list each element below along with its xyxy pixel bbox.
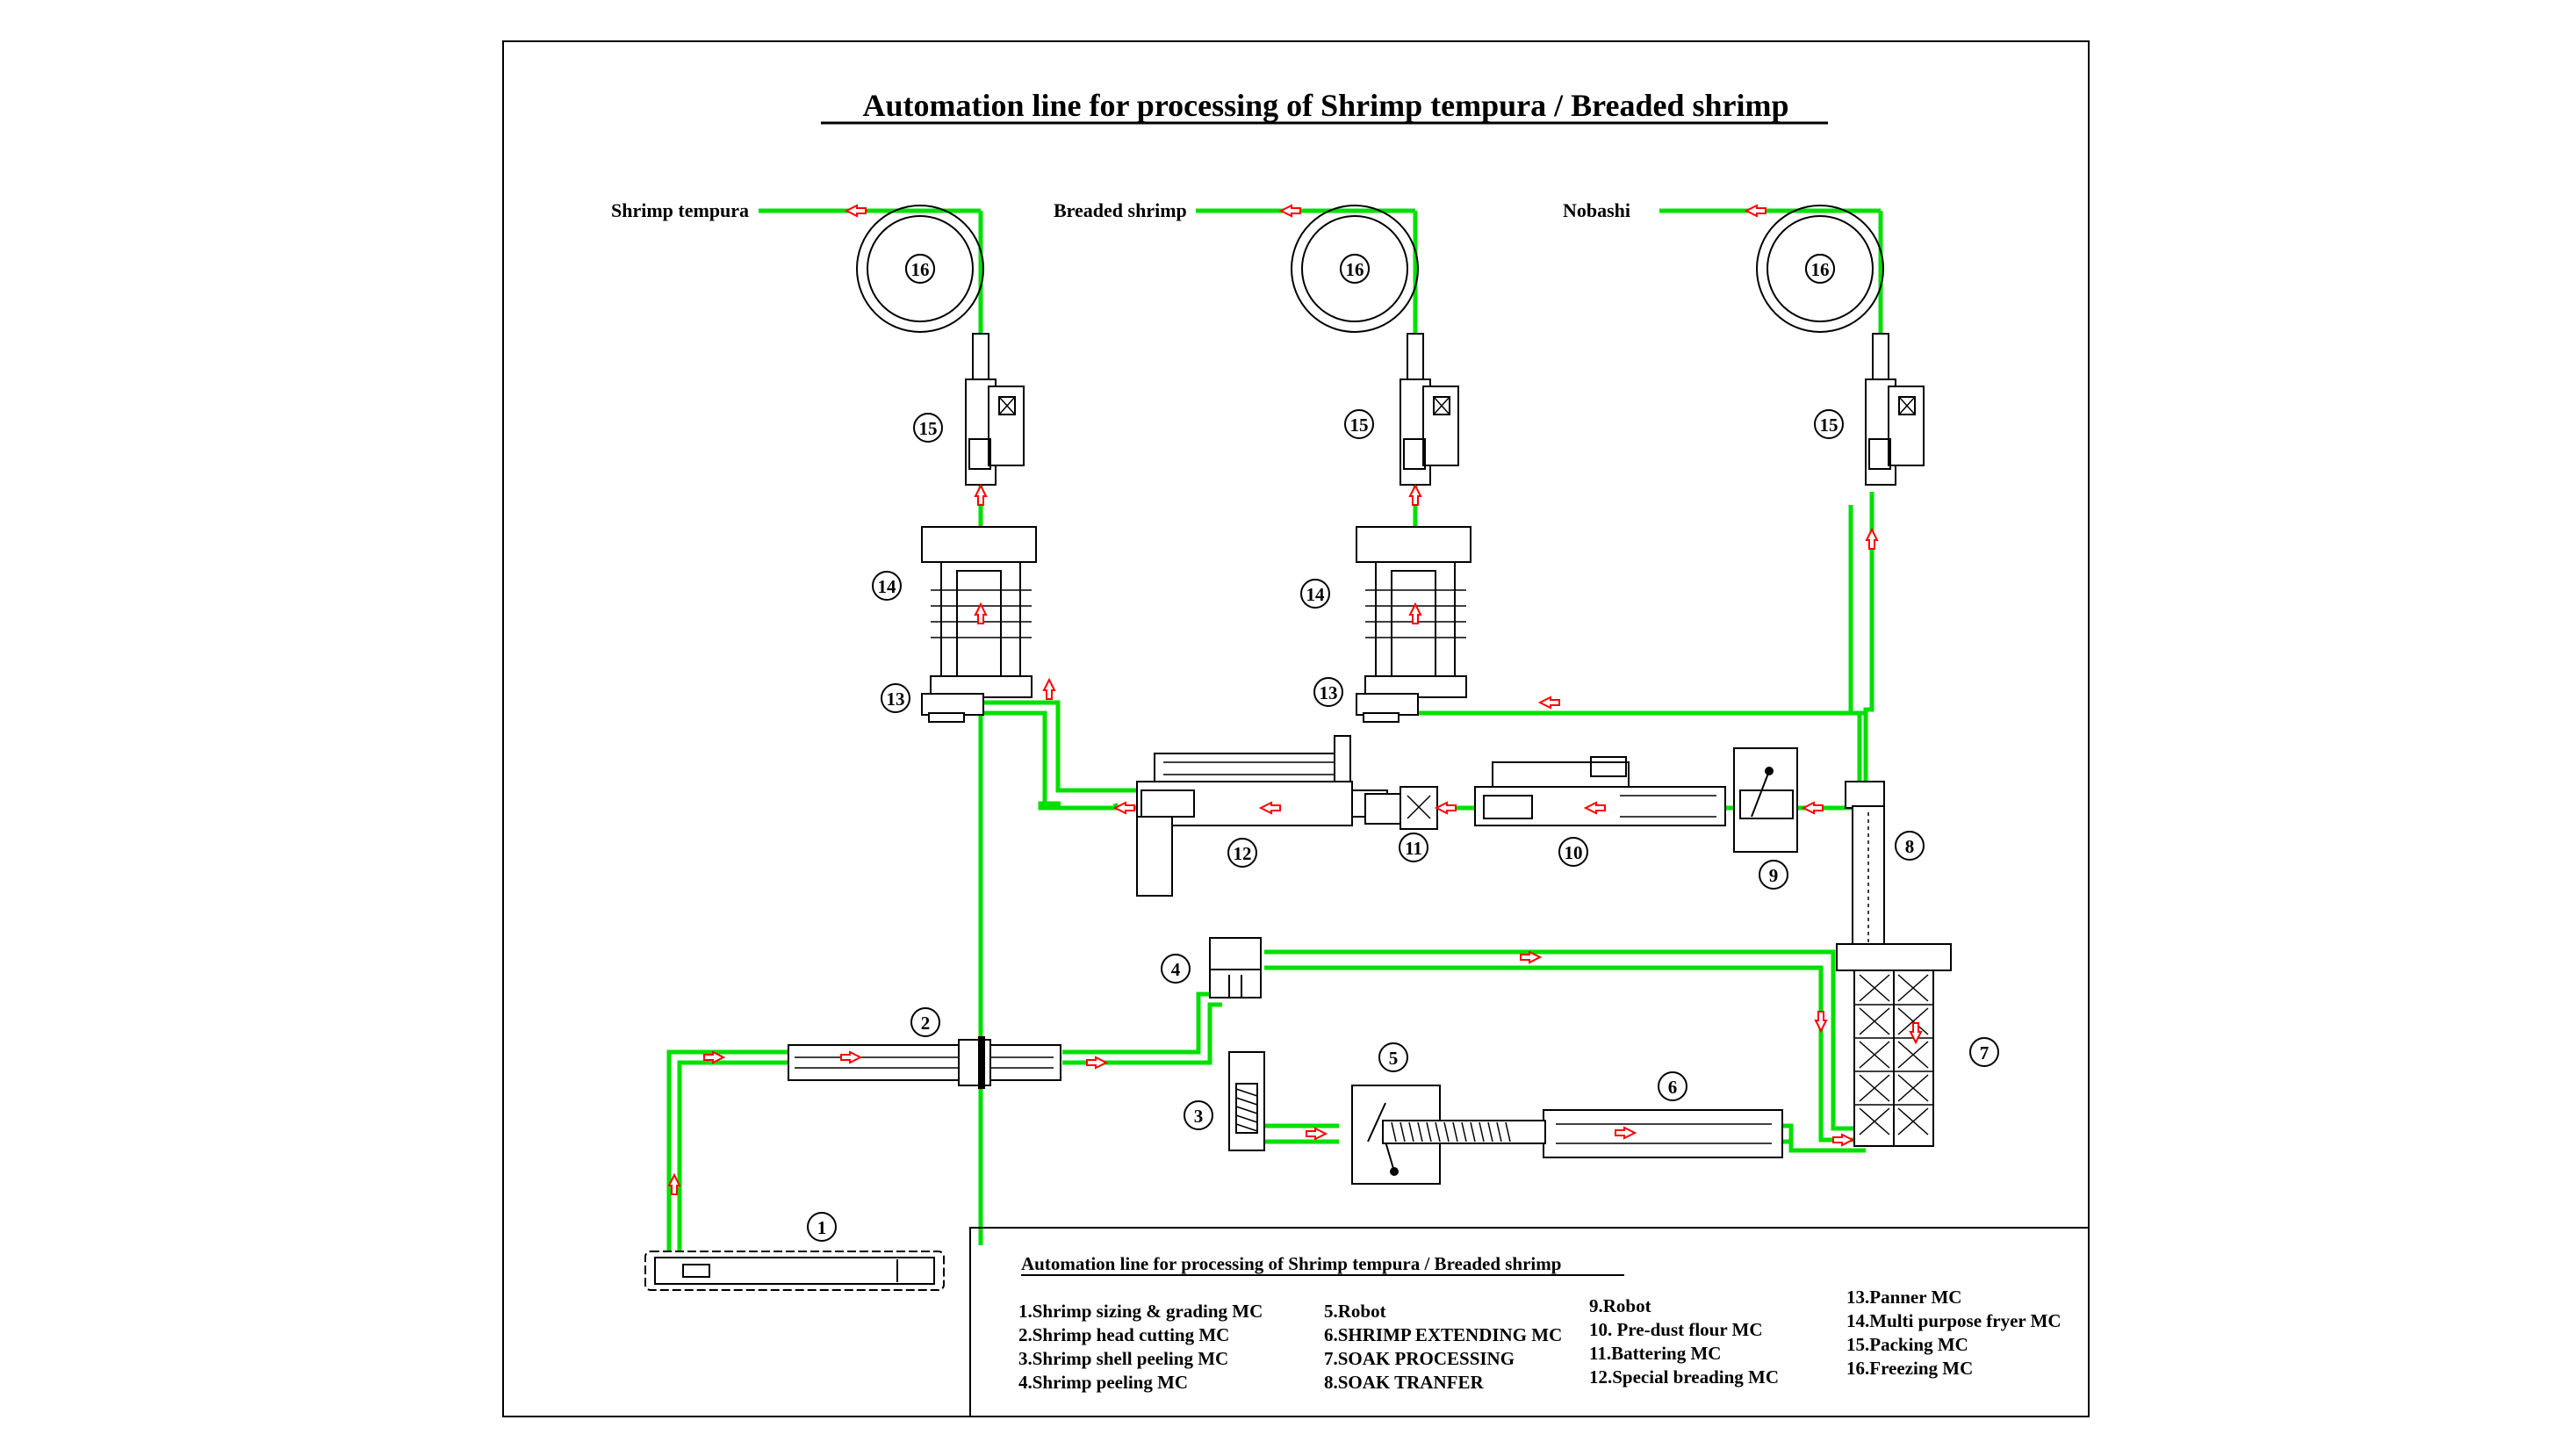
svg-text:10: 10	[1565, 842, 1583, 863]
legend-item-9: 9.Robot	[1589, 1295, 1651, 1316]
fryer-2	[1356, 526, 1471, 698]
packing-machine-1	[965, 333, 1025, 486]
panner-1	[921, 693, 984, 723]
output-label-breaded-shrimp: Breaded shrimp	[1054, 199, 1187, 221]
svg-text:12: 12	[1234, 843, 1252, 864]
svg-text:16: 16	[911, 259, 930, 280]
badge-8: 8	[1895, 831, 1925, 861]
head-cutting-machine	[788, 1036, 1061, 1089]
badge-14: 14	[1300, 579, 1330, 609]
shrimp-extending-machine	[1543, 1109, 1783, 1158]
conveyor-lines	[666, 208, 1883, 1251]
svg-text:11: 11	[1405, 838, 1422, 859]
svg-text:4: 4	[1171, 959, 1181, 980]
legend-title: Automation line for processing of Shrimp…	[1021, 1253, 1561, 1274]
pre-dust-flour-machine	[1474, 756, 1726, 826]
svg-text:14: 14	[878, 576, 897, 597]
legend-item-15: 15.Packing MC	[1846, 1334, 1968, 1355]
badge-10: 10	[1558, 837, 1588, 867]
legend-item-3: 3.Shrimp shell peeling MC	[1018, 1348, 1228, 1369]
badge-16: 16	[1340, 254, 1370, 284]
svg-text:13: 13	[1320, 682, 1338, 703]
svg-text:13: 13	[887, 688, 905, 710]
badge-7: 7	[1969, 1037, 1999, 1067]
svg-text:15: 15	[1820, 415, 1838, 436]
machine-number-badges: 16 16 16 15 15 15 14 14 13 13 12 11 10 9…	[807, 254, 1999, 1242]
panner-2	[1356, 693, 1419, 723]
svg-text:2: 2	[921, 1013, 931, 1034]
legend-item-6: 6.SHRIMP EXTENDING MC	[1324, 1324, 1562, 1345]
svg-text:15: 15	[919, 418, 938, 439]
svg-text:6: 6	[1668, 1077, 1678, 1098]
badge-12: 12	[1227, 838, 1257, 868]
svg-text:14: 14	[1306, 584, 1326, 605]
legend-item-16: 16.Freezing MC	[1846, 1358, 1973, 1379]
svg-text:1: 1	[817, 1217, 827, 1238]
svg-text:16: 16	[1346, 259, 1364, 280]
flow-arrows	[667, 204, 1923, 1195]
badge-13: 13	[881, 683, 910, 713]
shell-peeling-machine	[1228, 1051, 1265, 1151]
legend-item-10: 10. Pre-dust flour MC	[1589, 1319, 1763, 1340]
badge-2: 2	[910, 1007, 940, 1037]
diagram-title: Automation line for processing of Shrimp…	[862, 88, 1788, 123]
badge-4: 4	[1161, 954, 1191, 984]
badge-3: 3	[1184, 1100, 1213, 1130]
badge-5: 5	[1378, 1042, 1408, 1072]
packing-machine-2	[1400, 333, 1459, 486]
legend-item-1: 1.Shrimp sizing & grading MC	[1018, 1301, 1263, 1322]
legend-item-2: 2.Shrimp head cutting MC	[1018, 1324, 1229, 1345]
svg-text:9: 9	[1769, 865, 1779, 886]
svg-text:16: 16	[1811, 259, 1830, 280]
legend-item-4: 4.Shrimp peeling MC	[1018, 1372, 1188, 1393]
shrimp-peeling-machine	[1209, 937, 1262, 998]
legend-item-7: 7.SOAK PROCESSING	[1324, 1348, 1515, 1369]
badge-16: 16	[1805, 254, 1835, 284]
battering-machine	[1364, 786, 1438, 830]
svg-text:7: 7	[1980, 1042, 1990, 1063]
badge-13: 13	[1313, 677, 1343, 707]
sizing-grading-machine	[644, 1251, 945, 1291]
svg-text:8: 8	[1905, 836, 1915, 857]
svg-text:15: 15	[1350, 415, 1369, 436]
badge-11: 11	[1399, 833, 1428, 862]
badge-15: 15	[1344, 409, 1374, 439]
badge-9: 9	[1759, 860, 1788, 890]
output-label-shrimp-tempura: Shrimp tempura	[611, 199, 749, 221]
badge-14: 14	[872, 571, 902, 601]
badge-16: 16	[905, 254, 935, 284]
robot-9	[1733, 747, 1798, 853]
legend-item-12: 12.Special breading MC	[1589, 1366, 1779, 1388]
svg-text:5: 5	[1389, 1048, 1399, 1069]
svg-text:3: 3	[1194, 1106, 1204, 1127]
packing-machine-3	[1865, 333, 1925, 486]
badge-1: 1	[807, 1212, 837, 1242]
soak-transfer	[1845, 781, 1885, 965]
breading-machine	[1136, 735, 1388, 897]
badge-15: 15	[913, 413, 943, 443]
soak-processing	[1836, 943, 1952, 1147]
drawing-frame	[502, 40, 2090, 1417]
legend-item-8: 8.SOAK TRANFER	[1324, 1372, 1484, 1393]
legend-item-11: 11.Battering MC	[1589, 1343, 1721, 1364]
legend-item-5: 5.Robot	[1324, 1301, 1386, 1322]
badge-6: 6	[1658, 1071, 1687, 1101]
output-label-nobashi: Nobashi	[1563, 199, 1630, 221]
legend-item-13: 13.Panner MC	[1846, 1287, 1961, 1308]
legend-panel: Automation line for processing of Shrimp…	[969, 1227, 2089, 1417]
legend-item-14: 14.Multi purpose fryer MC	[1846, 1310, 2062, 1331]
robot-5	[1351, 1085, 1546, 1185]
badge-15: 15	[1814, 409, 1844, 439]
